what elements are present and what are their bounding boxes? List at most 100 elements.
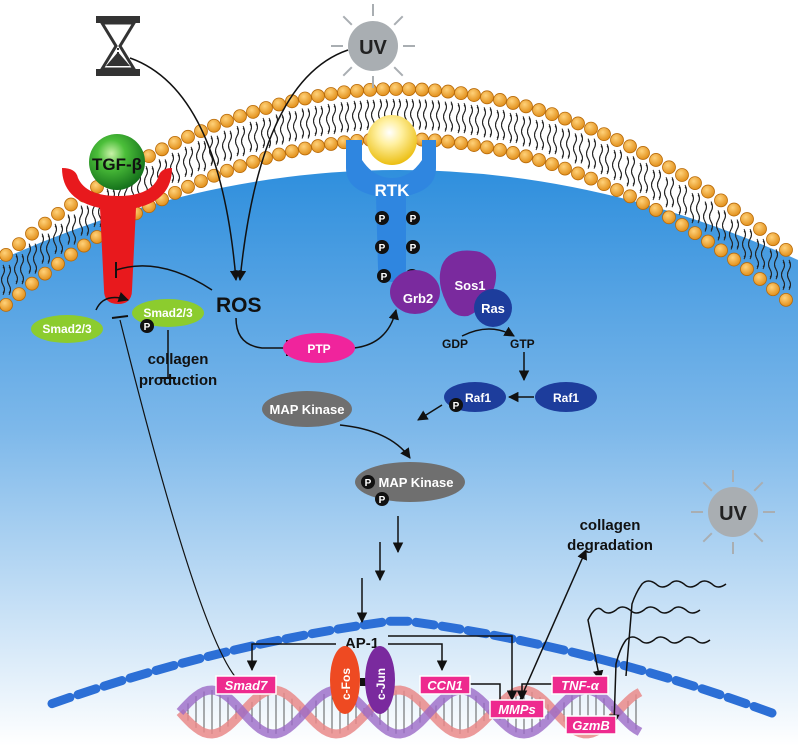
lipid-head — [649, 203, 663, 217]
lipid-head — [415, 82, 429, 97]
lipid-tail — [449, 103, 453, 132]
lipid-head — [480, 90, 494, 105]
ras-label: Ras — [481, 301, 505, 316]
lipid-tail — [215, 137, 219, 167]
lipid-head — [311, 89, 325, 103]
phospho-label: P — [410, 214, 417, 225]
map-kinase-p-label: MAP Kinase — [379, 475, 454, 490]
lipid-head — [454, 136, 468, 151]
lipid-head — [233, 159, 247, 174]
envelope-segment — [697, 684, 725, 700]
lipid-head — [740, 262, 754, 276]
lipid-tail — [501, 111, 505, 141]
envelope-segment — [411, 617, 439, 630]
lipid-head — [545, 107, 559, 122]
smad23-label: Smad2/3 — [42, 322, 92, 336]
lipid-tail — [33, 245, 37, 274]
lipid-tail — [579, 135, 583, 164]
lipid-tail — [644, 164, 648, 194]
lipid-head — [77, 238, 91, 253]
lipid-tail — [696, 194, 700, 224]
smad23-p-label: Smad2/3 — [143, 306, 193, 320]
lipid-tail — [683, 186, 687, 216]
lipid-head — [12, 287, 26, 302]
lipid-head — [363, 83, 377, 97]
lipid-head — [0, 247, 13, 262]
lipid-head — [558, 161, 572, 176]
cjun-protein — [365, 646, 395, 714]
raf1 — [535, 382, 597, 412]
lipid-head — [493, 93, 507, 107]
lipid-head — [38, 216, 52, 231]
lipid-tail — [287, 112, 291, 142]
ras-protein — [474, 289, 512, 327]
lipid-tail — [631, 157, 635, 187]
tgf-beta-label: TGF-β — [92, 155, 142, 174]
lipid-tail — [638, 164, 642, 194]
uv-ray — [393, 15, 404, 26]
ros-inhibits-ptp — [235, 317, 286, 349]
lipid-head — [467, 88, 481, 102]
lipid-tail — [202, 142, 206, 172]
lipid-tail — [209, 137, 213, 167]
lipid-head — [259, 101, 273, 115]
lipid-head — [454, 86, 468, 101]
envelope-segment — [333, 621, 361, 634]
gene-ccn1 — [419, 675, 471, 695]
lipid-tail — [235, 127, 239, 157]
hourglass-icon — [96, 16, 140, 76]
envelope-segment — [437, 621, 465, 634]
lipid-tail — [774, 250, 778, 280]
lipid-tail — [768, 250, 772, 280]
lipid-tail — [280, 116, 284, 145]
phospho-label: P — [144, 322, 151, 333]
phospho-label: P — [410, 243, 417, 254]
lipid-head — [25, 276, 39, 291]
lipid-tail — [66, 216, 70, 245]
lipid-head — [181, 179, 195, 194]
map-kinase — [262, 391, 352, 427]
lipid-head — [519, 99, 533, 114]
lipid-tail — [735, 221, 739, 250]
lipid-tail — [573, 135, 577, 164]
rtk-ligand — [367, 115, 417, 165]
lipid-tail — [183, 148, 187, 178]
lipid-tail — [430, 102, 434, 131]
lipid-head — [155, 142, 169, 157]
envelope-segment — [593, 654, 621, 668]
lipid-head — [285, 144, 299, 159]
lipid-tail — [319, 107, 323, 137]
raf1-p-label: Raf1 — [465, 391, 491, 405]
envelope-segment — [307, 625, 335, 639]
ap1-label: AP-1 — [345, 635, 379, 652]
envelope-segment — [47, 692, 75, 709]
mmps-label: MMPs — [498, 702, 536, 717]
lipid-tail — [482, 108, 486, 138]
lipid-head — [532, 103, 546, 117]
lipid-head — [584, 171, 598, 186]
uv-ray — [702, 481, 713, 492]
lipid-tail — [313, 107, 317, 137]
uv-sun-icon: UV — [691, 470, 775, 554]
lipid-tail — [300, 110, 304, 139]
lipid-tail — [709, 203, 713, 232]
collagen-production-label: production — [139, 372, 217, 389]
phospho-label: P — [379, 495, 386, 506]
uv-ray — [393, 66, 404, 77]
lipid-head — [688, 176, 702, 191]
collagen-production-label: collagen — [148, 351, 209, 368]
smad7-inhibits-receptor — [119, 319, 239, 681]
collagen-degradation-label: collagen — [580, 517, 641, 534]
lipid-tail — [222, 132, 226, 162]
ap1-to-ccn1 — [388, 643, 448, 672]
map-kinase-phospho — [355, 462, 465, 502]
lipid-tail — [27, 245, 31, 274]
lipid-head — [584, 121, 598, 136]
lipid-head — [350, 83, 364, 98]
lipid-tail — [332, 105, 336, 135]
lipid-tail — [436, 102, 440, 131]
tgf-beta-receptor — [62, 168, 172, 304]
envelope-segment — [177, 654, 205, 668]
phospho-group — [406, 211, 420, 225]
envelope-segment — [567, 647, 595, 662]
